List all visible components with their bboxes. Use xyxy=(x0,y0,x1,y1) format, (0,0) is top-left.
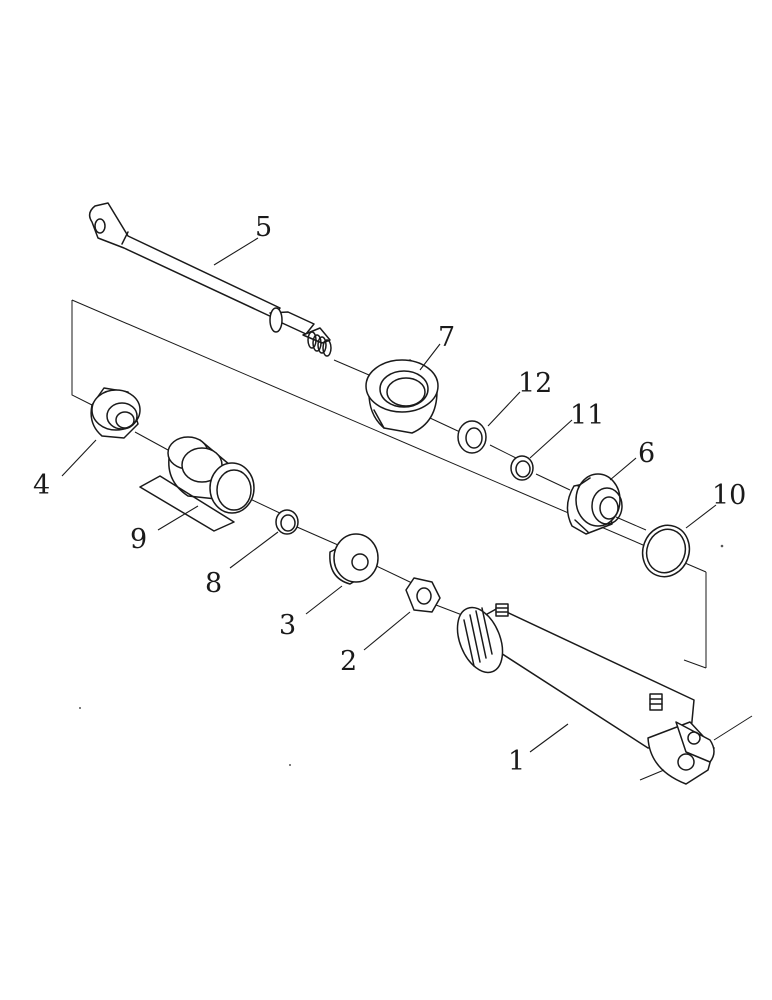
clevis-end xyxy=(647,721,715,785)
port-fitting-front xyxy=(495,603,509,617)
part-label-11: 11 xyxy=(570,400,604,431)
part-label-9: 9 xyxy=(130,524,147,555)
part-label-8: 8 xyxy=(205,568,222,599)
part-label-4: 4 xyxy=(33,470,50,501)
part-labels: 5 7 12 11 6 10 4 9 8 3 2 1 xyxy=(33,212,746,777)
part-label-6: 6 xyxy=(638,438,655,469)
part-label-3: 3 xyxy=(279,610,296,641)
port-fitting-rear xyxy=(649,693,663,711)
cylinder-barrel xyxy=(456,603,753,785)
o-ring-piston xyxy=(275,509,299,535)
washer xyxy=(329,533,379,585)
piston-bushing xyxy=(90,387,141,439)
part-label-12: 12 xyxy=(518,368,552,399)
part-label-7: 7 xyxy=(438,322,455,353)
piston-seal-set xyxy=(139,436,255,532)
gland-nut xyxy=(365,359,439,434)
piston-rod xyxy=(88,202,332,357)
seal-ring xyxy=(641,524,691,578)
o-ring-small xyxy=(510,455,534,481)
part-label-5: 5 xyxy=(255,212,272,243)
gland xyxy=(566,473,623,535)
part-label-10: 10 xyxy=(712,480,746,511)
leader-lines xyxy=(61,237,717,753)
hex-nut xyxy=(405,577,441,613)
rod-thread xyxy=(307,331,332,357)
scan-specks xyxy=(79,544,724,766)
part-label-2: 2 xyxy=(340,646,357,677)
barrel-thread xyxy=(463,607,493,667)
wiper-ring xyxy=(457,420,487,454)
part-label-1: 1 xyxy=(508,746,525,777)
